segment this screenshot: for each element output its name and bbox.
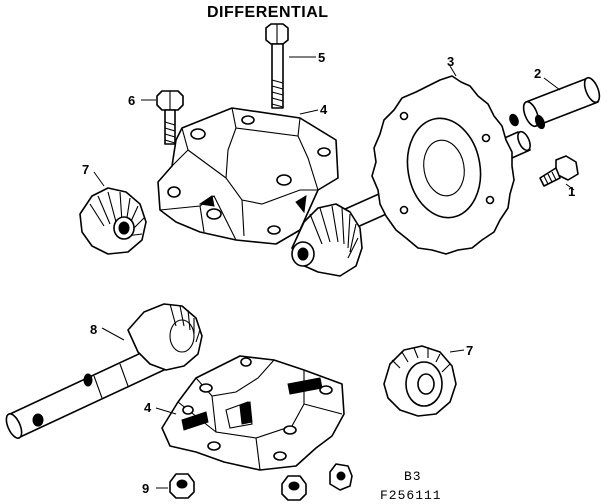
shaft-assembly-part xyxy=(5,303,203,439)
callout-1: 1 xyxy=(568,184,575,199)
bevel-gear-left-part xyxy=(79,187,147,255)
callout-9: 9 xyxy=(142,481,149,496)
pinion-gear-right-part xyxy=(383,345,457,417)
callout-2: 2 xyxy=(534,66,541,81)
nuts-part xyxy=(169,463,353,501)
callout-7-left: 7 xyxy=(82,162,89,177)
upper-housing-part xyxy=(157,107,339,245)
diagram-title: DIFFERENTIAL xyxy=(207,4,329,21)
lower-housing-part xyxy=(161,355,345,471)
callout-5: 5 xyxy=(318,50,325,65)
callout-3: 3 xyxy=(447,54,454,69)
sprocket-part xyxy=(371,75,515,255)
callout-6: 6 xyxy=(128,93,135,108)
short-bolt-part xyxy=(156,90,184,145)
axle-sleeve-part xyxy=(509,76,601,130)
callout-4-upper: 4 xyxy=(320,102,328,117)
callout-8: 8 xyxy=(90,322,97,337)
sheet-label: B3 xyxy=(404,469,422,484)
bevel-gear-center-part xyxy=(291,203,363,277)
long-bolt-part xyxy=(265,23,289,109)
setscrew-part xyxy=(539,155,579,187)
callout-7-right: 7 xyxy=(466,343,473,358)
figure-code: F256111 xyxy=(380,488,442,503)
callout-4-lower: 4 xyxy=(144,400,152,415)
